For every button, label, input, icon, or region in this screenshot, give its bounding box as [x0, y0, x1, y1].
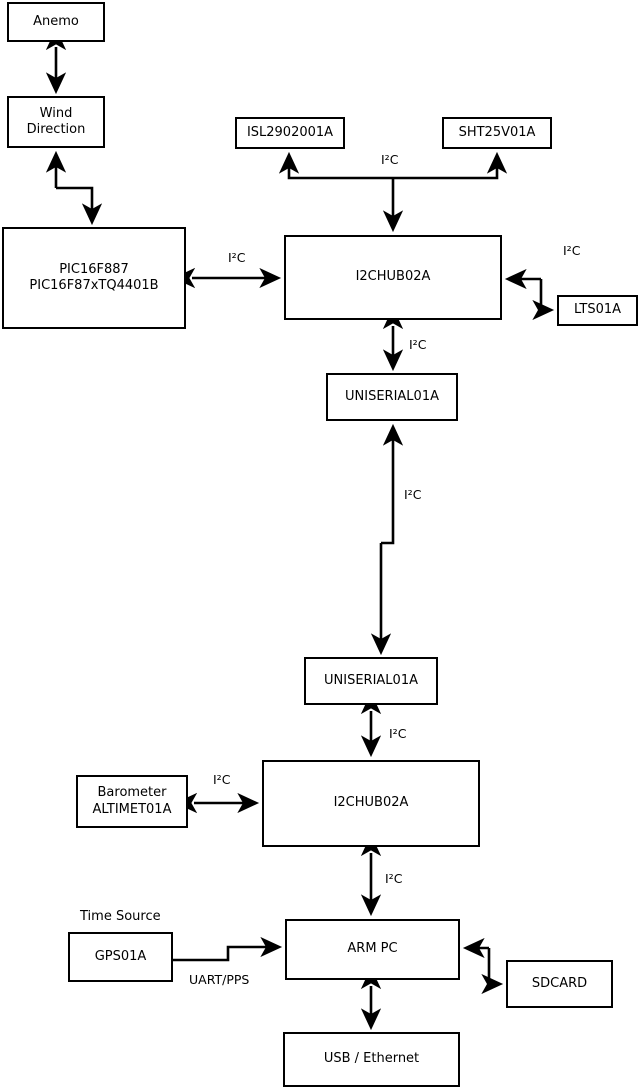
- node-uniserial01a-top[interactable]: UNISERIAL01A: [326, 373, 458, 421]
- edge-label-i2c-uniserial-link: I²C: [404, 487, 422, 502]
- edge-label-uart-pps: UART/PPS: [189, 972, 250, 987]
- edge-armpc-sdcard-out: [481, 948, 504, 995]
- edge-label-i2c-pic-hub: I²C: [228, 250, 246, 265]
- label-time-source: Time Source: [80, 909, 161, 924]
- node-label: I2CHUB02A: [333, 795, 409, 811]
- node-label: UNISERIAL01A: [324, 672, 418, 688]
- node-label: SHT25V01A: [458, 124, 536, 140]
- node-barometer-altimet01a[interactable]: Barometer ALTIMET01A: [76, 775, 188, 828]
- node-i2chub02a-bottom[interactable]: I2CHUB02A: [262, 760, 480, 847]
- edge-gps-armpc: [173, 936, 283, 962]
- edge-label-i2c-hub-lts: I²C: [563, 243, 581, 258]
- node-arm-pc[interactable]: ARM PC: [285, 919, 460, 980]
- edge-hubtop-lts-out: [532, 279, 555, 321]
- node-label: Anemo: [33, 13, 79, 29]
- edge-wind-pic-jog: [56, 186, 103, 226]
- node-anemo[interactable]: Anemo: [7, 2, 105, 42]
- node-gps01a[interactable]: GPS01A: [68, 932, 173, 982]
- node-label: GPS01A: [94, 948, 147, 964]
- edge-label-i2c-hub-arm: I²C: [385, 871, 403, 886]
- node-pic-microcontroller[interactable]: PIC16F887 PIC16F87xTQ4401B: [2, 227, 186, 329]
- node-sht25v01a[interactable]: SHT25V01A: [442, 117, 552, 149]
- edge-label-i2c-uniserial-hub: I²C: [389, 726, 407, 741]
- node-label: SDCARD: [531, 975, 588, 991]
- edge-uniserial-link-up: [381, 423, 404, 545]
- node-label: ISL2902001A: [246, 124, 334, 140]
- node-lts01a[interactable]: LTS01A: [557, 295, 638, 326]
- edge-label-i2c-isl-sht: I²C: [381, 152, 399, 167]
- edge-label-i2c-baro-hub: I²C: [213, 772, 231, 787]
- node-isl2902001a[interactable]: ISL2902001A: [235, 117, 345, 149]
- node-label: PIC16F887 PIC16F87xTQ4401B: [29, 261, 159, 293]
- node-label: I2CHUB02A: [355, 269, 431, 285]
- node-label: LTS01A: [573, 302, 622, 318]
- edge-label-i2c-hub-uniserial: I²C: [409, 337, 427, 352]
- node-usb-ethernet[interactable]: USB / Ethernet: [283, 1032, 460, 1087]
- node-i2chub02a-top[interactable]: I2CHUB02A: [284, 235, 502, 320]
- node-label: Wind Direction: [26, 105, 86, 137]
- node-wind-direction[interactable]: Wind Direction: [7, 96, 105, 148]
- node-label: USB / Ethernet: [323, 1051, 420, 1067]
- edge-hubtop-branch-isl: [278, 151, 393, 180]
- node-label: UNISERIAL01A: [345, 388, 439, 404]
- node-label: ARM PC: [347, 941, 398, 957]
- node-label: Barometer ALTIMET01A: [92, 785, 172, 817]
- node-sdcard[interactable]: SDCARD: [506, 960, 613, 1008]
- edge-hubtop-branch-sht: [393, 151, 508, 180]
- node-uniserial01a-bottom[interactable]: UNISERIAL01A: [304, 657, 438, 705]
